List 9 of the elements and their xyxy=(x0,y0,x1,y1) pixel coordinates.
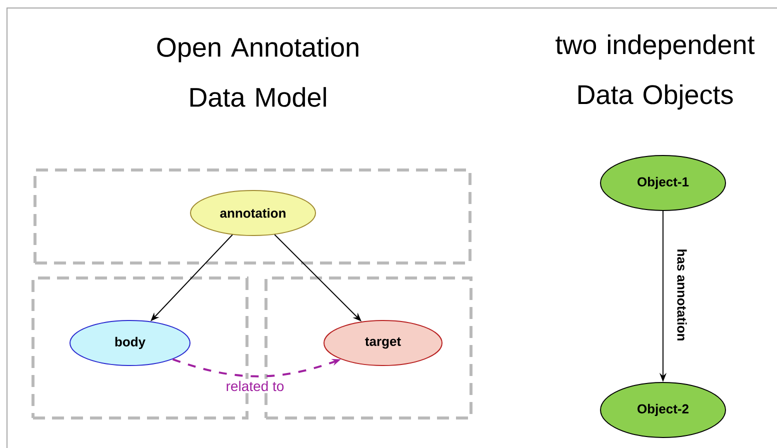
ellipse-node: Object-1 xyxy=(600,155,726,211)
edge-label: related to xyxy=(224,378,286,394)
edge-label: has annotation xyxy=(675,246,689,344)
ellipse-node: body xyxy=(70,320,190,366)
heading: two independent Data Objects xyxy=(556,34,755,110)
ellipse-node: Object-2 xyxy=(600,382,726,438)
ellipse-node: target xyxy=(324,320,442,366)
heading: Open Annotation Data Model xyxy=(157,37,358,107)
ellipse-node: annotation xyxy=(190,190,316,236)
